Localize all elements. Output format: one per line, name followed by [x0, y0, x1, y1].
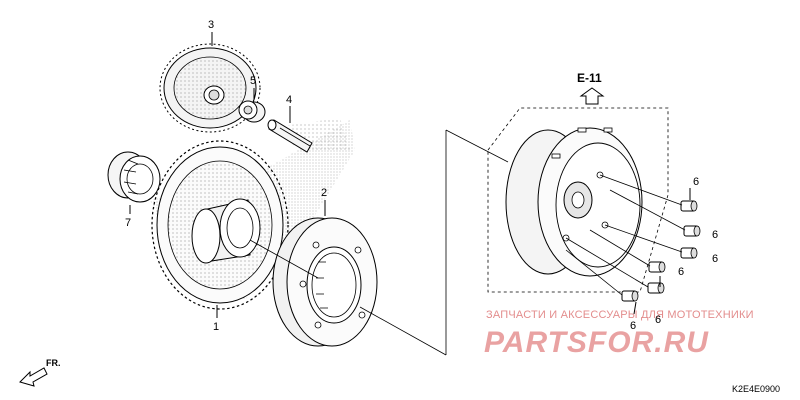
direction-label: FR.: [46, 358, 61, 368]
bolt: [647, 282, 665, 294]
callout-labels: 3 5 4 2 7 1 6 6 6 6 6 6: [125, 19, 718, 333]
flywheel-rotor: [487, 107, 669, 293]
callout-6: 6: [630, 320, 636, 332]
bolt: [680, 247, 698, 259]
reference-label: E-11: [577, 71, 602, 85]
reduction-gear-part-3: [159, 43, 261, 133]
bolt: [683, 225, 701, 237]
callout-6: 6: [712, 253, 718, 265]
needle-bearing-part-7: [107, 151, 161, 203]
bolt: [621, 290, 639, 302]
leader-lines: [129, 32, 691, 356]
callout-6: 6: [678, 266, 684, 278]
callout-5: 5: [250, 75, 256, 87]
watermark-tagline: ЗАПЧАСТИ И АКСЕССУАРЫ ДЛЯ МОТОТЕХНИКИ: [486, 309, 754, 321]
reference-e11[interactable]: E-11: [577, 71, 605, 105]
callout-6: 6: [712, 229, 718, 241]
callout-3: 3: [208, 19, 214, 31]
bolt: [680, 200, 698, 212]
starter-clutch-part-2: [272, 217, 378, 347]
front-direction-indicator: FR.: [19, 358, 61, 387]
watermark-brand: PARTSFOR.RU: [484, 326, 709, 359]
callout-6: 6: [693, 176, 699, 188]
bolts-part-6: [621, 200, 701, 302]
arrow-front-icon: [19, 367, 48, 387]
callout-6: 6: [655, 314, 661, 326]
shaft-part-4: [267, 119, 313, 153]
bolt: [648, 261, 666, 273]
callout-1: 1: [213, 321, 219, 333]
diagram-code: K2E4E0900: [732, 384, 780, 394]
arrow-up-icon: [579, 87, 605, 105]
callout-4: 4: [286, 94, 292, 106]
watermark: ЗАПЧАСТИ И АКСЕССУАРЫ ДЛЯ МОТОТЕХНИКИ PA…: [484, 309, 754, 359]
large-gear-part-1: [151, 140, 289, 310]
callout-7: 7: [125, 217, 131, 229]
collar-part-5: [238, 100, 266, 123]
callout-2: 2: [321, 187, 327, 199]
